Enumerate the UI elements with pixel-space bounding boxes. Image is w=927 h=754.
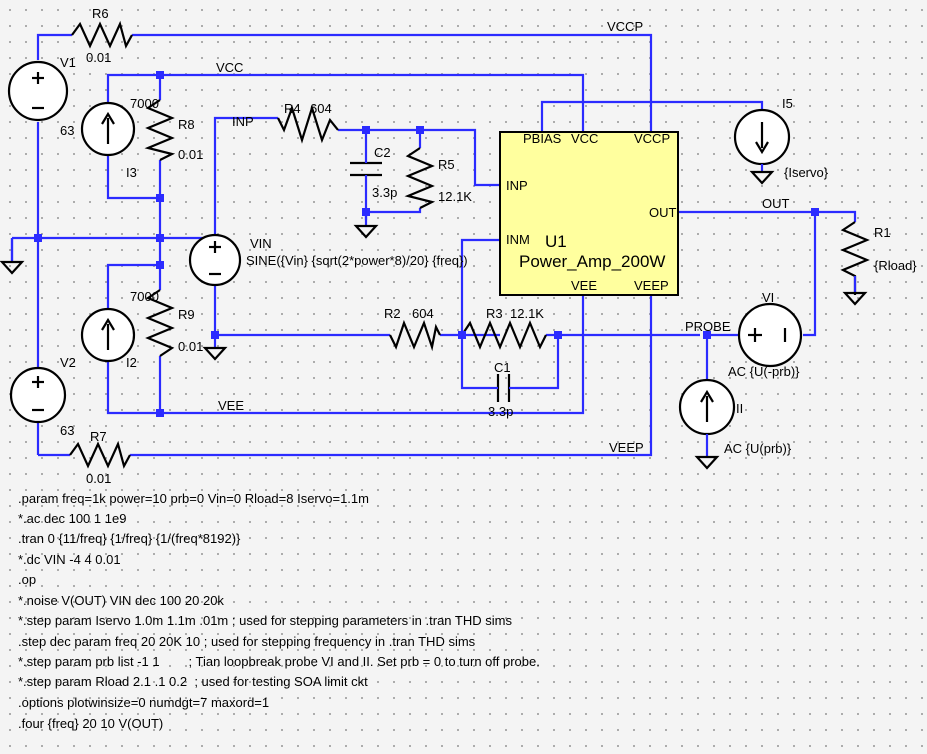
r2-value: 604 bbox=[412, 306, 434, 321]
net-label-vccp: VCCP bbox=[607, 19, 643, 34]
pin-inp: INP bbox=[506, 178, 528, 193]
resistor-r6[interactable] bbox=[71, 20, 133, 49]
pin-out: OUT bbox=[649, 205, 677, 220]
u1-ref: U1 bbox=[545, 232, 567, 251]
v1-ref: V1 bbox=[60, 55, 76, 70]
pin-vee: VEE bbox=[571, 278, 597, 293]
directive-line[interactable]: .options plotwinsize=0 numdgt=7 maxord=1 bbox=[18, 695, 269, 710]
directive-line[interactable]: *.step param Iservo 1.0m 1.1m .01m ; use… bbox=[18, 613, 512, 628]
v1-value: 63 bbox=[60, 123, 74, 138]
r3-ref: R3 bbox=[486, 306, 503, 321]
i5-ref: I5 bbox=[782, 96, 793, 111]
r5-ref: R5 bbox=[438, 157, 455, 172]
voltage-source-vin[interactable] bbox=[188, 233, 242, 287]
directive-line[interactable]: *.step param prb list -1 1 ; Tian loopbr… bbox=[18, 654, 540, 669]
net-label-veep: VEEP bbox=[609, 440, 644, 455]
r5-value: 12.1K bbox=[438, 189, 472, 204]
current-source-i5[interactable] bbox=[733, 108, 791, 166]
r9-ref: R9 bbox=[178, 307, 195, 322]
r6-ref: R6 bbox=[92, 6, 109, 21]
r8-value: 0.01 bbox=[178, 147, 203, 162]
junction-nodes bbox=[34, 71, 819, 417]
voltage-source-v1[interactable] bbox=[7, 60, 69, 122]
vin-ref: VIN bbox=[250, 236, 272, 251]
r7-value: 0.01 bbox=[86, 471, 111, 486]
voltage-source-vi[interactable] bbox=[737, 302, 803, 368]
i3-value: 7000 bbox=[130, 96, 159, 111]
r4-ref: R4 bbox=[284, 101, 301, 116]
r1-value: {Rload} bbox=[874, 258, 917, 273]
capacitor-c1[interactable] bbox=[490, 374, 515, 402]
resistor-r1[interactable] bbox=[840, 221, 870, 295]
ground-symbols bbox=[0, 164, 868, 470]
directive-line[interactable]: *.dc VIN -4 4 0.01 bbox=[18, 552, 121, 567]
pin-veep: VEEP bbox=[634, 278, 669, 293]
voltage-source-v2[interactable] bbox=[9, 366, 67, 424]
net-label-out: OUT bbox=[762, 196, 790, 211]
r8-ref: R8 bbox=[178, 117, 195, 132]
u1-value: Power_Amp_200W bbox=[519, 252, 665, 271]
r7-ref: R7 bbox=[90, 429, 107, 444]
directive-line[interactable]: .step dec param freq 20 20K 10 ; used fo… bbox=[18, 634, 476, 649]
vi-value: AC {U(-prb)} bbox=[728, 364, 800, 379]
amplifier-u1[interactable] bbox=[499, 131, 679, 296]
v2-ref: V2 bbox=[60, 355, 76, 370]
i5-value: {Iservo} bbox=[784, 165, 829, 180]
resistor-r2[interactable] bbox=[389, 319, 441, 352]
net-label-vee: VEE bbox=[218, 398, 244, 413]
wires bbox=[10, 33, 857, 457]
directive-line[interactable]: .op bbox=[18, 572, 36, 587]
r2-ref: R2 bbox=[384, 306, 401, 321]
spice-directives: .param freq=1k power=10 prb=0 Vin=0 Rloa… bbox=[18, 491, 540, 731]
i2-ref: I2 bbox=[126, 355, 137, 370]
ii-value: AC {U(prb)} bbox=[724, 441, 792, 456]
c2-ref: C2 bbox=[374, 145, 391, 160]
resistor-r7[interactable] bbox=[69, 440, 131, 469]
r3-value: 12.1K bbox=[510, 306, 544, 321]
c1-value: 3.3p bbox=[488, 404, 513, 419]
directive-line[interactable]: *.ac dec 100 1 1e9 bbox=[18, 511, 126, 526]
pin-inm: INM bbox=[506, 232, 530, 247]
ii-ref: II bbox=[736, 401, 743, 416]
c1-ref: C1 bbox=[494, 360, 511, 375]
r9-value: 0.01 bbox=[178, 339, 203, 354]
resistor-r3[interactable] bbox=[461, 320, 547, 350]
i3-ref: I3 bbox=[126, 165, 137, 180]
v2-value: 63 bbox=[60, 423, 74, 438]
vin-value: SINE({Vin} {sqrt(2*power*8)/20} {freq}) bbox=[246, 253, 468, 268]
pin-pbias: PBIAS bbox=[523, 131, 562, 146]
i2-value: 7000 bbox=[130, 289, 159, 304]
directive-line[interactable]: *.noise V(OUT) VIN dec 100 20 20k bbox=[18, 593, 224, 608]
current-source-i3[interactable] bbox=[80, 101, 136, 157]
pin-vccp: VCCP bbox=[634, 131, 670, 146]
resistor-r8[interactable] bbox=[144, 99, 176, 161]
net-label-probe: PROBE bbox=[685, 319, 731, 334]
current-source-i2[interactable] bbox=[80, 307, 136, 363]
directive-line[interactable]: .tran 0 {11/freq} {1/freq} {1/(freq*8192… bbox=[18, 531, 241, 546]
capacitor-c2[interactable] bbox=[350, 155, 382, 185]
current-source-ii[interactable] bbox=[678, 378, 736, 436]
resistor-r5[interactable] bbox=[404, 147, 436, 209]
r6-value: 0.01 bbox=[86, 50, 111, 65]
directive-line[interactable]: .four {freq} 20 10 V(OUT) bbox=[18, 716, 163, 731]
vi-ref: VI bbox=[762, 290, 774, 305]
net-label-inp: INP bbox=[232, 114, 254, 129]
directive-line[interactable]: *.step param Rload 2.1 .1 0.2 ; used for… bbox=[18, 674, 368, 689]
resistor-r4[interactable] bbox=[277, 104, 339, 144]
r1-ref: R1 bbox=[874, 225, 891, 240]
c2-value: 3.3p bbox=[372, 185, 397, 200]
pin-vcc: VCC bbox=[571, 131, 598, 146]
directive-line[interactable]: .param freq=1k power=10 prb=0 Vin=0 Rloa… bbox=[18, 491, 369, 506]
r4-value: 604 bbox=[310, 101, 332, 116]
net-label-vcc: VCC bbox=[216, 60, 243, 75]
resistor-r9[interactable] bbox=[145, 289, 175, 357]
